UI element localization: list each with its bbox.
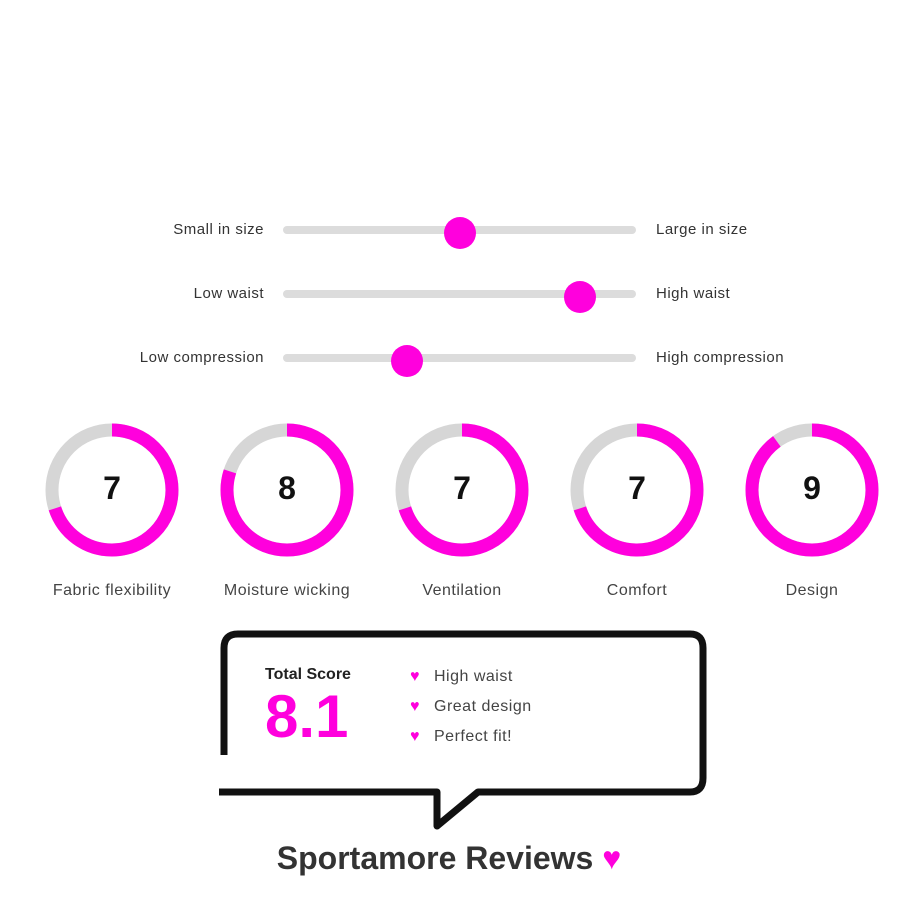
- pro-item: ♥High waist: [410, 668, 513, 685]
- slider-track[interactable]: [283, 217, 636, 249]
- ring-fill: [745, 423, 879, 557]
- brand-footer: Sportamore Reviews ♥: [0, 840, 910, 877]
- slider-track[interactable]: [283, 345, 636, 377]
- total-score-label: Total Score: [265, 666, 351, 683]
- rating-score: 7: [628, 470, 646, 506]
- slider-row: Small in size Large in size: [0, 215, 922, 249]
- ring-fill: [570, 423, 704, 557]
- rating-ring: 8: [217, 420, 357, 560]
- rating-label: Fabric flexibility: [52, 582, 172, 599]
- slider-thumb[interactable]: [390, 345, 423, 377]
- heart-icon: ♥: [410, 668, 420, 685]
- slider-thumb[interactable]: [443, 217, 476, 249]
- rating-label: Design: [785, 582, 839, 599]
- rating-score: 9: [803, 470, 821, 506]
- rating-score: 8: [278, 470, 296, 506]
- slider-min-label: Low waist: [193, 285, 264, 302]
- rating-label: Ventilation: [422, 582, 502, 599]
- ring-fill: [220, 423, 354, 557]
- total-score-value: 8.1: [265, 683, 349, 750]
- slider-min-label: Low compression: [139, 349, 264, 366]
- pro-item: ♥Perfect fit!: [410, 728, 513, 745]
- ring-fill: [395, 423, 529, 557]
- rating-score: 7: [103, 470, 121, 506]
- rating-label: Moisture wicking: [223, 582, 351, 599]
- slider-thumb[interactable]: [563, 281, 596, 313]
- rating-ring: 7: [392, 420, 532, 560]
- rating-ring: 9: [742, 420, 882, 560]
- rating-ring: 7: [567, 420, 707, 560]
- slider-max-label: High compression: [656, 349, 785, 366]
- slider-max-label: Large in size: [656, 221, 748, 238]
- slider-track[interactable]: [283, 281, 636, 313]
- heart-icon: ♥: [410, 698, 420, 715]
- slider-min-label: Small in size: [173, 221, 264, 238]
- rating-ring: 7: [42, 420, 182, 560]
- rating-score: 7: [453, 470, 471, 506]
- slider-row: Low compression High compression: [0, 343, 922, 377]
- brand-name: Sportamore Reviews: [276, 840, 594, 876]
- slider-max-label: High waist: [656, 285, 731, 302]
- ring-fill: [45, 423, 179, 557]
- pro-item: ♥Great design: [410, 698, 532, 715]
- heart-icon: ♥: [410, 728, 420, 745]
- rating-label: Comfort: [606, 582, 668, 599]
- heart-icon: ♥: [602, 840, 622, 876]
- slider-row: Low waist High waist: [0, 279, 922, 313]
